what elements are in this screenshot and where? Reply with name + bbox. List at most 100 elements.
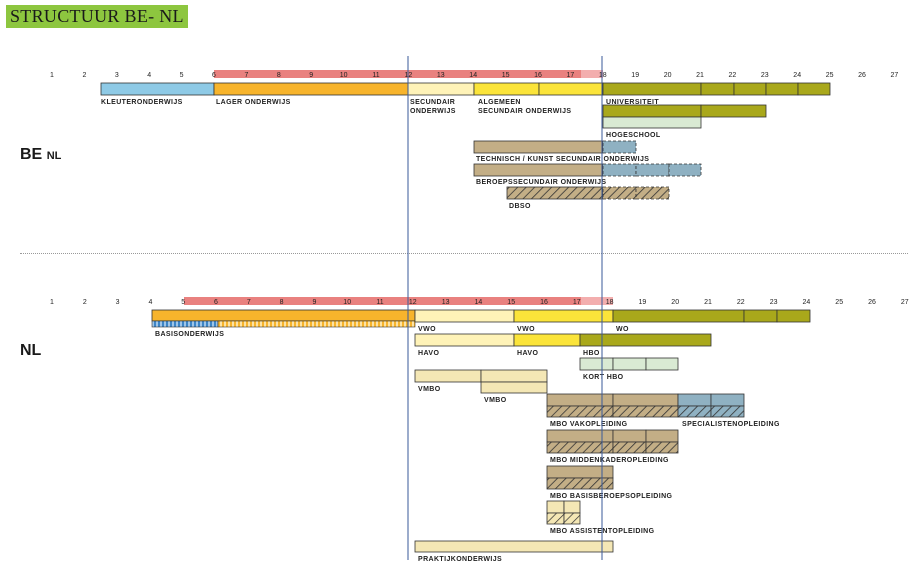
be-age-tick-13: 13 xyxy=(437,72,445,79)
be-age-tick-5: 5 xyxy=(180,72,184,79)
nl-bar-mbo-assistent xyxy=(546,500,581,525)
nl-bar-specialistenopleiding xyxy=(677,393,745,418)
be-age-tick-4: 4 xyxy=(147,72,151,79)
be-label-kleuteronderwijs: KLEUTERONDERWIJS xyxy=(101,99,183,106)
be-age-tick-7: 7 xyxy=(244,72,248,79)
nl-bar-vmbo-1b xyxy=(480,369,548,383)
be-bar-dbso xyxy=(506,186,670,200)
nl-age-tick-14: 14 xyxy=(475,299,483,306)
be-label-sub: NL xyxy=(46,150,62,162)
nl-label-mbo-vakopleiding: MBO VAKOPLEIDING xyxy=(550,421,628,428)
nl-age-tick-17: 17 xyxy=(573,299,581,306)
nl-age-tick-21: 21 xyxy=(704,299,712,306)
page-title: STRUCTUUR BE- NL xyxy=(6,5,188,28)
be-age-tick-18: 18 xyxy=(599,72,607,79)
be-age-tick-11: 11 xyxy=(372,72,379,79)
nl-age-tick-27: 27 xyxy=(901,299,909,306)
be-label-secundair-line2: ONDERWIJS xyxy=(410,108,456,115)
nl-age-tick-23: 23 xyxy=(770,299,778,306)
be-bar-algemeen-1 xyxy=(473,82,540,96)
be-label-tso: TECHNISCH / KUNST SECUNDAIR ONDERWIJS xyxy=(476,156,649,163)
nl-bar-havo-2 xyxy=(513,333,581,347)
nl-age-tick-13: 13 xyxy=(442,299,450,306)
nl-age-tick-22: 22 xyxy=(737,299,745,306)
nl-label-vwo-2: VWO xyxy=(517,326,535,333)
be-age-tick-20: 20 xyxy=(664,72,672,79)
be-age-scale: 1234567891011121314151617181920212223242… xyxy=(50,70,898,79)
be-label-algemeen-line1: ALGEMEEN xyxy=(478,99,521,106)
be-label-secundair-line1: SECUNDAIR xyxy=(410,99,455,106)
be-label-hogeschool: HOGESCHOOL xyxy=(606,132,661,139)
nl-label-basisonderwijs: BASISONDERWIJS xyxy=(155,331,224,338)
nl-bar-basisonderwijs xyxy=(151,309,416,328)
be-age-tick-21: 21 xyxy=(696,72,704,79)
nl-label-havo-1: HAVO xyxy=(418,350,439,357)
be-age-tick-3: 3 xyxy=(115,72,119,79)
be-age-tick-22: 22 xyxy=(729,72,737,79)
nl-age-tick-6: 6 xyxy=(214,299,218,306)
be-bar-secundair xyxy=(407,82,475,96)
be-bar-tso xyxy=(473,140,637,154)
be-age-tick-19: 19 xyxy=(631,72,639,79)
nl-bar-havo-1 xyxy=(414,333,515,347)
be-age-tick-9: 9 xyxy=(309,72,313,79)
nl-bar-vmbo-1 xyxy=(414,369,482,383)
nl-age-tick-15: 15 xyxy=(507,299,515,306)
be-age-tick-14: 14 xyxy=(469,72,477,79)
be-label-bso: BEROEPSSECUNDAIR ONDERWIJS xyxy=(476,179,606,186)
be-bar-algemeen-2 xyxy=(538,82,604,96)
be-age-tick-10: 10 xyxy=(340,72,348,79)
be-age-tick-2: 2 xyxy=(82,72,86,79)
nl-age-tick-19: 19 xyxy=(639,299,647,306)
nl-bar-mbo-middenkader xyxy=(546,429,679,454)
be-age-band-end xyxy=(581,70,603,78)
nl-age-tick-9: 9 xyxy=(312,299,316,306)
nl-age-tick-24: 24 xyxy=(803,299,811,306)
nl-label-mbo-basisberoeps: MBO BASISBEROEPSOPLEIDING xyxy=(550,493,673,500)
be-age-ticks: 1234567891011121314151617181920212223242… xyxy=(50,72,898,79)
nl-age-tick-16: 16 xyxy=(540,299,548,306)
nl-age-tick-20: 20 xyxy=(671,299,679,306)
be-age-tick-26: 26 xyxy=(858,72,866,79)
nl-bar-mbo-basisberoeps xyxy=(546,465,614,490)
be-age-tick-27: 27 xyxy=(891,72,899,79)
nl-age-tick-2: 2 xyxy=(83,299,87,306)
nl-bar-wo xyxy=(612,309,811,323)
be-bar-hogeschool xyxy=(602,104,767,129)
nl-age-tick-1: 1 xyxy=(50,299,54,306)
nl-age-tick-12: 12 xyxy=(409,299,417,306)
be-age-tick-24: 24 xyxy=(793,72,801,79)
section-divider xyxy=(20,253,908,254)
be-age-tick-6: 6 xyxy=(212,72,216,79)
nl-age-tick-11: 11 xyxy=(376,299,383,306)
nl-age-tick-10: 10 xyxy=(343,299,351,306)
nl-label-hbo: HBO xyxy=(583,350,600,357)
nl-label-vmbo-2: VMBO xyxy=(484,397,507,404)
nl-label-vmbo-1: VMBO xyxy=(418,386,441,393)
nl-age-tick-8: 8 xyxy=(280,299,284,306)
be-label-lager-onderwijs: LAGER ONDERWIJS xyxy=(216,99,291,106)
nl-bar-vmbo-2 xyxy=(480,381,548,394)
be-age-tick-1: 1 xyxy=(50,72,54,79)
be-bar-kleuteronderwijs xyxy=(100,82,215,96)
be-bar-bso xyxy=(473,163,702,177)
nl-label-mbo-middenkader: MBO MIDDENKADEROPLEIDING xyxy=(550,457,669,464)
nl-age-tick-18: 18 xyxy=(606,299,614,306)
nl-label-kort-hbo: KORT HBO xyxy=(583,374,624,381)
nl-age-tick-25: 25 xyxy=(835,299,843,306)
be-label-main: BE xyxy=(20,146,43,163)
be-bar-universiteit xyxy=(602,82,831,96)
be-label-dbso: DBSO xyxy=(509,203,531,210)
nl-bar-kort-hbo xyxy=(579,357,679,371)
nl-bar-vwo-2 xyxy=(513,309,614,323)
nl-age-tick-7: 7 xyxy=(247,299,251,306)
nl-label-wo: WO xyxy=(616,326,629,333)
nl-age-band-end xyxy=(581,297,613,305)
nl-bar-mbo-vakopleiding xyxy=(546,393,679,418)
nl-label-vwo-1: VWO xyxy=(418,326,436,333)
nl-label-praktijkonderwijs: PRAKTIJKONDERWIJS xyxy=(418,556,502,563)
be-age-tick-25: 25 xyxy=(826,72,834,79)
nl-section-label: NL xyxy=(20,342,42,359)
